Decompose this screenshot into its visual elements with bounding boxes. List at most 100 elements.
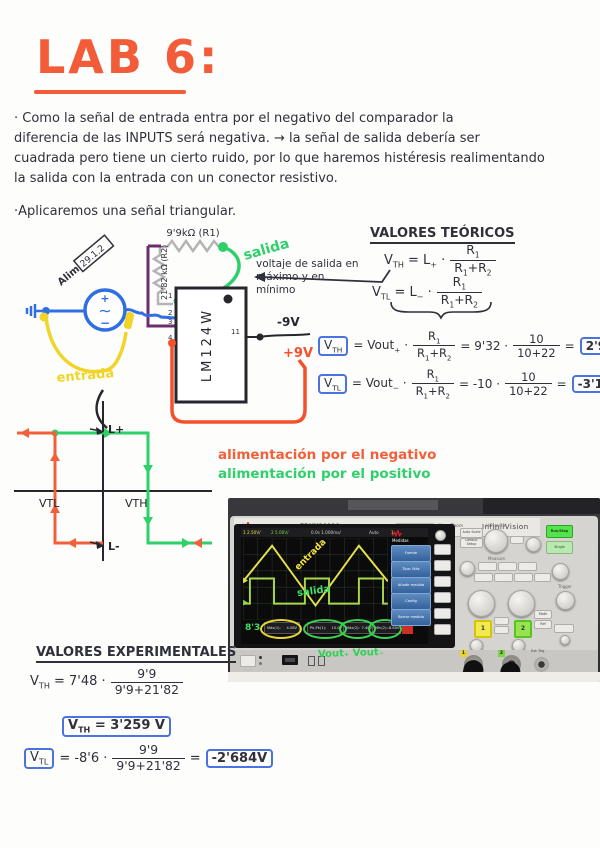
vth-pre: = Vout+ · bbox=[353, 337, 409, 355]
vtl-exp-mid: = -8'6 · bbox=[59, 751, 108, 767]
fraction-denominator: R1+R2 bbox=[413, 345, 456, 362]
lcd-screen: 1 2.50V/ 2 5.00V/ 0.0s 1.000ms/ Auto 1 e… bbox=[241, 528, 431, 644]
vth-exp-fraction: 9'9 9'9+21'82 bbox=[110, 667, 183, 698]
power-led bbox=[259, 656, 262, 659]
pin-1: 1 bbox=[168, 292, 172, 300]
neg-rail-label: -9V bbox=[277, 315, 300, 329]
intro-line: la salida con la entrada con un conector… bbox=[14, 171, 338, 186]
r1-label: 9'9kΩ (R1) bbox=[166, 228, 219, 239]
softkey-button bbox=[434, 592, 451, 603]
fraction-denominator: 9'9+21'82 bbox=[110, 681, 183, 698]
fraction-denominator: R1+R2 bbox=[436, 291, 482, 310]
feed-note-positive: alimentación por el positivo bbox=[218, 466, 431, 482]
vout-annotation: Vout₊ Vout₋ bbox=[317, 646, 385, 661]
vtl-experimental-result: -2'684V bbox=[205, 749, 274, 769]
usb-port-inner bbox=[285, 658, 295, 662]
bench-background bbox=[483, 498, 600, 514]
horizontal-scale-knob bbox=[484, 529, 508, 553]
cursors-knob bbox=[552, 563, 569, 580]
equals-sign: = bbox=[556, 377, 567, 392]
note-arrow bbox=[254, 269, 391, 283]
vtl-exp-boxed-label: VTL bbox=[24, 748, 55, 769]
fraction-numerator: R1 bbox=[426, 367, 439, 384]
ground-symbol bbox=[25, 304, 42, 318]
hysteresis-orange-path bbox=[17, 431, 103, 545]
lminus-label: L- bbox=[108, 540, 120, 553]
hysteresis-green-path bbox=[55, 431, 212, 545]
vth-frac-2: 10 10+22 bbox=[513, 332, 560, 360]
fraction-denominator: R1+R2 bbox=[411, 383, 454, 400]
vth-fraction: R1 R1+R2 bbox=[450, 243, 496, 278]
fraction-denominator: 10+22 bbox=[513, 345, 560, 360]
trigger-menu-button bbox=[554, 624, 574, 633]
intro-line: diferencia de las INPUTS será negativa. … bbox=[14, 131, 480, 146]
usb-port bbox=[282, 655, 298, 665]
softkey-menu-item: Añadir medida bbox=[391, 577, 431, 594]
stop-indicator bbox=[402, 625, 413, 634]
ch2-input-label: 2 bbox=[498, 650, 505, 657]
lplus-label: L+ bbox=[108, 423, 124, 436]
vth-boxed-label: VTH bbox=[318, 335, 349, 357]
vth-theory-formula: VTH = L+ · R1 R1+R2 bbox=[384, 243, 496, 278]
horizontal-position-knob bbox=[526, 537, 541, 552]
panel-button bbox=[494, 617, 509, 625]
pin-4: 4 bbox=[168, 334, 173, 342]
ch1-scale: 1 2.50V/ bbox=[243, 530, 261, 535]
ch1-input-label: 1 bbox=[460, 650, 467, 657]
apply-line: ·Aplicaremos una señal triangular. bbox=[14, 204, 237, 219]
intro-line: cuadrada pero tiene un cierto ruido, por… bbox=[14, 151, 545, 166]
vtl-experimental-formula: VTL = -8'6 · 9'9 9'9+21'82 = -2'684V bbox=[24, 743, 274, 773]
lminus-pointer-head bbox=[96, 541, 104, 549]
underbrace bbox=[390, 301, 492, 320]
pin-3: 3 bbox=[168, 318, 172, 326]
softkey-button bbox=[434, 624, 451, 635]
ac-wave-symbol: ∼ bbox=[98, 301, 111, 320]
trigger-mode: Auto bbox=[369, 530, 379, 535]
ic-label: LM124W bbox=[200, 308, 215, 382]
status-bar: 1 2.50V/ 2 5.00V/ 0.0s 1.000ms/ Auto 1 bbox=[241, 528, 428, 537]
green-arrows bbox=[104, 428, 191, 548]
temp-annotation: 8'3 °C bbox=[245, 623, 275, 633]
run-stop-button: Run/Stop bbox=[546, 525, 573, 538]
entrada-label: entrada bbox=[56, 366, 115, 386]
panel-button bbox=[518, 562, 537, 571]
fraction-denominator: 10+22 bbox=[505, 383, 552, 398]
channel-1-button: 1 bbox=[474, 620, 492, 638]
vtl-fraction: R1 R1+R2 bbox=[436, 275, 482, 310]
fraction-numerator: R1 bbox=[466, 243, 480, 260]
panel-button bbox=[494, 573, 513, 582]
hysteresis-graph: L+ L- VTL VTH bbox=[14, 401, 212, 561]
entrada-wire bbox=[44, 316, 128, 374]
standby-led bbox=[259, 662, 262, 665]
ch2-scale: 2 5.00V/ bbox=[271, 530, 289, 535]
feed-note-negative: alimentación por el negativo bbox=[218, 447, 437, 463]
fraction-numerator: R1 bbox=[452, 275, 467, 292]
pos-rail-wire bbox=[170, 343, 307, 424]
orange-arrows bbox=[20, 428, 202, 548]
neg-rail-wire bbox=[259, 333, 311, 338]
menu-title: Medidas bbox=[392, 538, 409, 543]
output-voltage-note: voltaje de salida en máximo y en mínimo bbox=[256, 258, 359, 297]
source-plus: + bbox=[100, 292, 109, 305]
ch2-ground-marker bbox=[243, 599, 248, 606]
pos-rail-label: +9V bbox=[283, 346, 313, 361]
panel-button bbox=[478, 562, 497, 571]
lplus-pointer-head bbox=[96, 427, 104, 435]
circuit-sketch: 9'9kΩ (R1) 21'82 kΩ (R2) salida Alim 29.… bbox=[25, 228, 313, 429]
triangle-wave-ch1 bbox=[243, 544, 388, 608]
bench-background bbox=[348, 500, 438, 510]
default-setup-button: Default Setup bbox=[460, 538, 483, 548]
vth-axis-label: VTH bbox=[125, 497, 148, 510]
alim-box-label: 29.1.2 bbox=[79, 244, 107, 270]
vtl-pre: = Vout− · bbox=[351, 375, 407, 393]
vtl-theory-formula: VTL = L− · R1 R1+R2 bbox=[372, 275, 482, 310]
yellow-pen-ring bbox=[260, 619, 302, 639]
softkey-menu-item: Borrar medida bbox=[391, 609, 431, 626]
probe-tail-stroke bbox=[95, 389, 108, 429]
oscilloscope-photo: KEYSIGHT EDUX1002A Digital Storage Oscil… bbox=[228, 498, 600, 682]
ch1-scale-knob bbox=[468, 590, 495, 617]
vtl-lhs: VTL = L− · bbox=[372, 284, 432, 302]
page-title: LAB 6: bbox=[36, 30, 221, 84]
panel-button bbox=[514, 573, 533, 582]
panel-button bbox=[534, 573, 551, 582]
